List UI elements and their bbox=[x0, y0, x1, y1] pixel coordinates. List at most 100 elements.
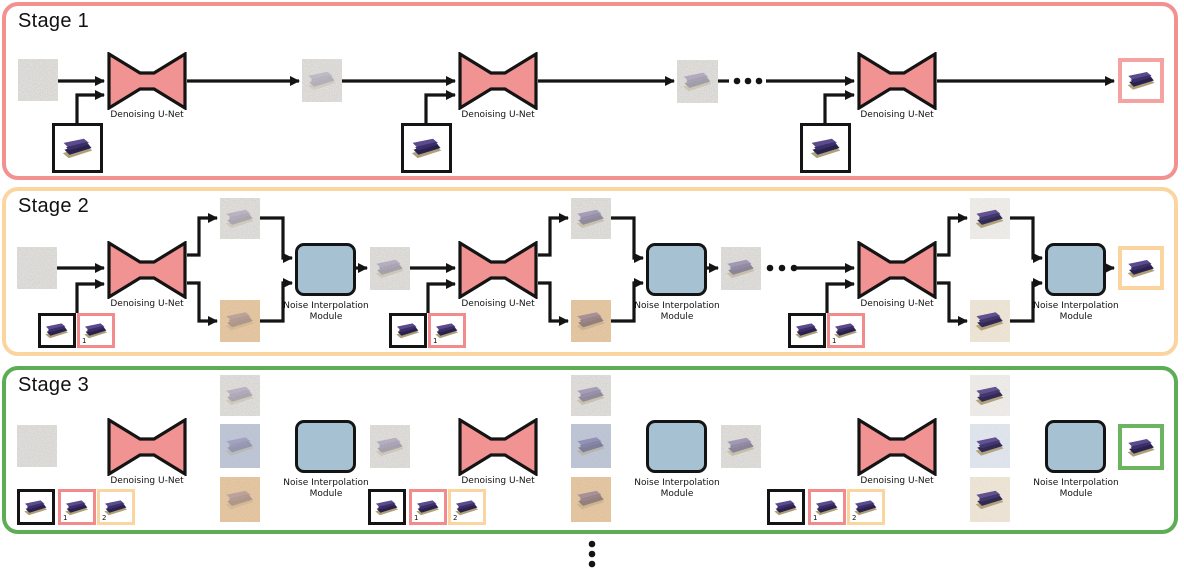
couch-icon bbox=[375, 499, 399, 515]
condition-image bbox=[767, 489, 805, 525]
unet-bowtie-shape bbox=[857, 241, 937, 299]
noise-image bbox=[370, 425, 410, 468]
interpolation-label: Noise Interpolation Module bbox=[634, 301, 720, 322]
flow-arrow bbox=[1010, 216, 1043, 263]
couch-icon bbox=[774, 499, 798, 515]
condition-image bbox=[38, 313, 76, 348]
vertical-ellipsis-dot bbox=[588, 550, 596, 558]
unet-label: Denoising U-Net bbox=[461, 110, 535, 120]
stage-3-label: Stage 3 bbox=[18, 374, 90, 396]
ellipsis-dot bbox=[744, 77, 752, 85]
flow-arrow bbox=[1010, 278, 1043, 323]
condition-image bbox=[800, 123, 851, 173]
noise-image bbox=[970, 477, 1010, 522]
noise-interpolation-module: Noise Interpolation Module bbox=[634, 243, 720, 322]
couch-icon bbox=[65, 499, 89, 515]
couch-icon bbox=[104, 499, 128, 515]
bowtie-unet-icon bbox=[857, 418, 937, 476]
flow-arrow bbox=[823, 90, 855, 123]
unet-bowtie-shape bbox=[857, 52, 937, 110]
couch-icon bbox=[1127, 71, 1155, 90]
unet-label: Denoising U-Net bbox=[461, 299, 535, 309]
final-output-image bbox=[1118, 58, 1164, 103]
denoising-unet: Denoising U-Net bbox=[458, 418, 538, 486]
couch-icon bbox=[795, 323, 819, 339]
noise-interpolation-module: Noise Interpolation Module bbox=[1033, 420, 1119, 499]
unet-bowtie-shape bbox=[107, 241, 187, 299]
condition-subscript: 1 bbox=[433, 337, 438, 345]
noise-image bbox=[571, 300, 611, 342]
unet-label: Denoising U-Net bbox=[860, 299, 934, 309]
noise-interpolation-module: Noise Interpolation Module bbox=[634, 420, 720, 499]
noise-image bbox=[571, 477, 611, 522]
denoising-unet: Denoising U-Net bbox=[857, 52, 937, 120]
noise-image bbox=[220, 477, 260, 522]
noise-image bbox=[677, 60, 718, 103]
unet-bowtie-shape bbox=[107, 52, 187, 110]
noise-image bbox=[370, 247, 410, 290]
condition-image: 1 bbox=[428, 313, 466, 348]
flow-arrow bbox=[75, 279, 105, 313]
couch-icon bbox=[815, 499, 839, 515]
interpolation-label: Noise Interpolation Module bbox=[283, 478, 369, 499]
noise-image bbox=[970, 300, 1010, 342]
unet-label: Denoising U-Net bbox=[860, 476, 934, 486]
unet-bowtie-shape bbox=[458, 52, 538, 110]
bowtie-unet-icon bbox=[107, 52, 187, 110]
couch-icon bbox=[1127, 71, 1155, 90]
couch-icon bbox=[810, 138, 840, 159]
noise-image bbox=[370, 247, 410, 290]
flow-arrow bbox=[611, 216, 644, 263]
couch-icon bbox=[84, 323, 108, 339]
bowtie-unet-icon bbox=[857, 241, 937, 299]
couch-icon bbox=[810, 138, 840, 159]
noise-image bbox=[220, 477, 260, 522]
bowtie-unet-icon bbox=[458, 241, 538, 299]
couch-icon bbox=[65, 499, 89, 515]
interpolation-label: Noise Interpolation Module bbox=[634, 478, 720, 499]
couch-icon bbox=[84, 323, 108, 339]
condition-image: 2 bbox=[97, 489, 135, 525]
noise-image bbox=[220, 300, 260, 342]
noise-image bbox=[970, 375, 1010, 416]
noise-image bbox=[370, 425, 410, 468]
condition-subscript: 1 bbox=[813, 514, 818, 522]
noise-image bbox=[571, 477, 611, 522]
condition-image bbox=[368, 489, 406, 525]
couch-icon bbox=[411, 138, 441, 159]
stage-1-panel: Stage 1 bbox=[2, 2, 1178, 180]
flow-arrow bbox=[260, 278, 293, 323]
couch-icon bbox=[854, 499, 878, 515]
noise-image bbox=[220, 300, 260, 342]
noise-image bbox=[970, 198, 1010, 239]
denoising-unet: Denoising U-Net bbox=[107, 52, 187, 120]
ellipsis-dot bbox=[733, 77, 741, 85]
noise-image bbox=[571, 375, 611, 416]
condition-image: 1 bbox=[808, 489, 846, 525]
unet-bowtie-shape bbox=[458, 241, 538, 299]
flow-arrow bbox=[260, 216, 293, 263]
condition-image bbox=[17, 489, 55, 525]
couch-icon bbox=[24, 499, 48, 515]
stage-1-label: Stage 1 bbox=[18, 10, 90, 32]
noise-image bbox=[220, 375, 260, 416]
bowtie-unet-icon bbox=[107, 418, 187, 476]
noise-image bbox=[970, 477, 1010, 522]
unet-bowtie-shape bbox=[458, 418, 538, 476]
interpolation-label: Noise Interpolation Module bbox=[1033, 301, 1119, 322]
condition-image: 1 bbox=[827, 313, 865, 348]
condition-subscript: 2 bbox=[102, 514, 107, 522]
couch-icon bbox=[455, 499, 479, 515]
condition-image: 1 bbox=[409, 489, 447, 525]
couch-icon bbox=[411, 138, 441, 159]
interpolation-label: Noise Interpolation Module bbox=[1033, 478, 1119, 499]
couch-icon bbox=[854, 499, 878, 515]
flow-arrow bbox=[187, 213, 218, 257]
condition-image bbox=[401, 123, 452, 173]
condition-subscript: 1 bbox=[832, 337, 837, 345]
condition-subscript: 1 bbox=[63, 514, 68, 522]
noise-image bbox=[970, 424, 1010, 468]
noise-image bbox=[220, 424, 260, 468]
noise-image bbox=[970, 375, 1010, 416]
